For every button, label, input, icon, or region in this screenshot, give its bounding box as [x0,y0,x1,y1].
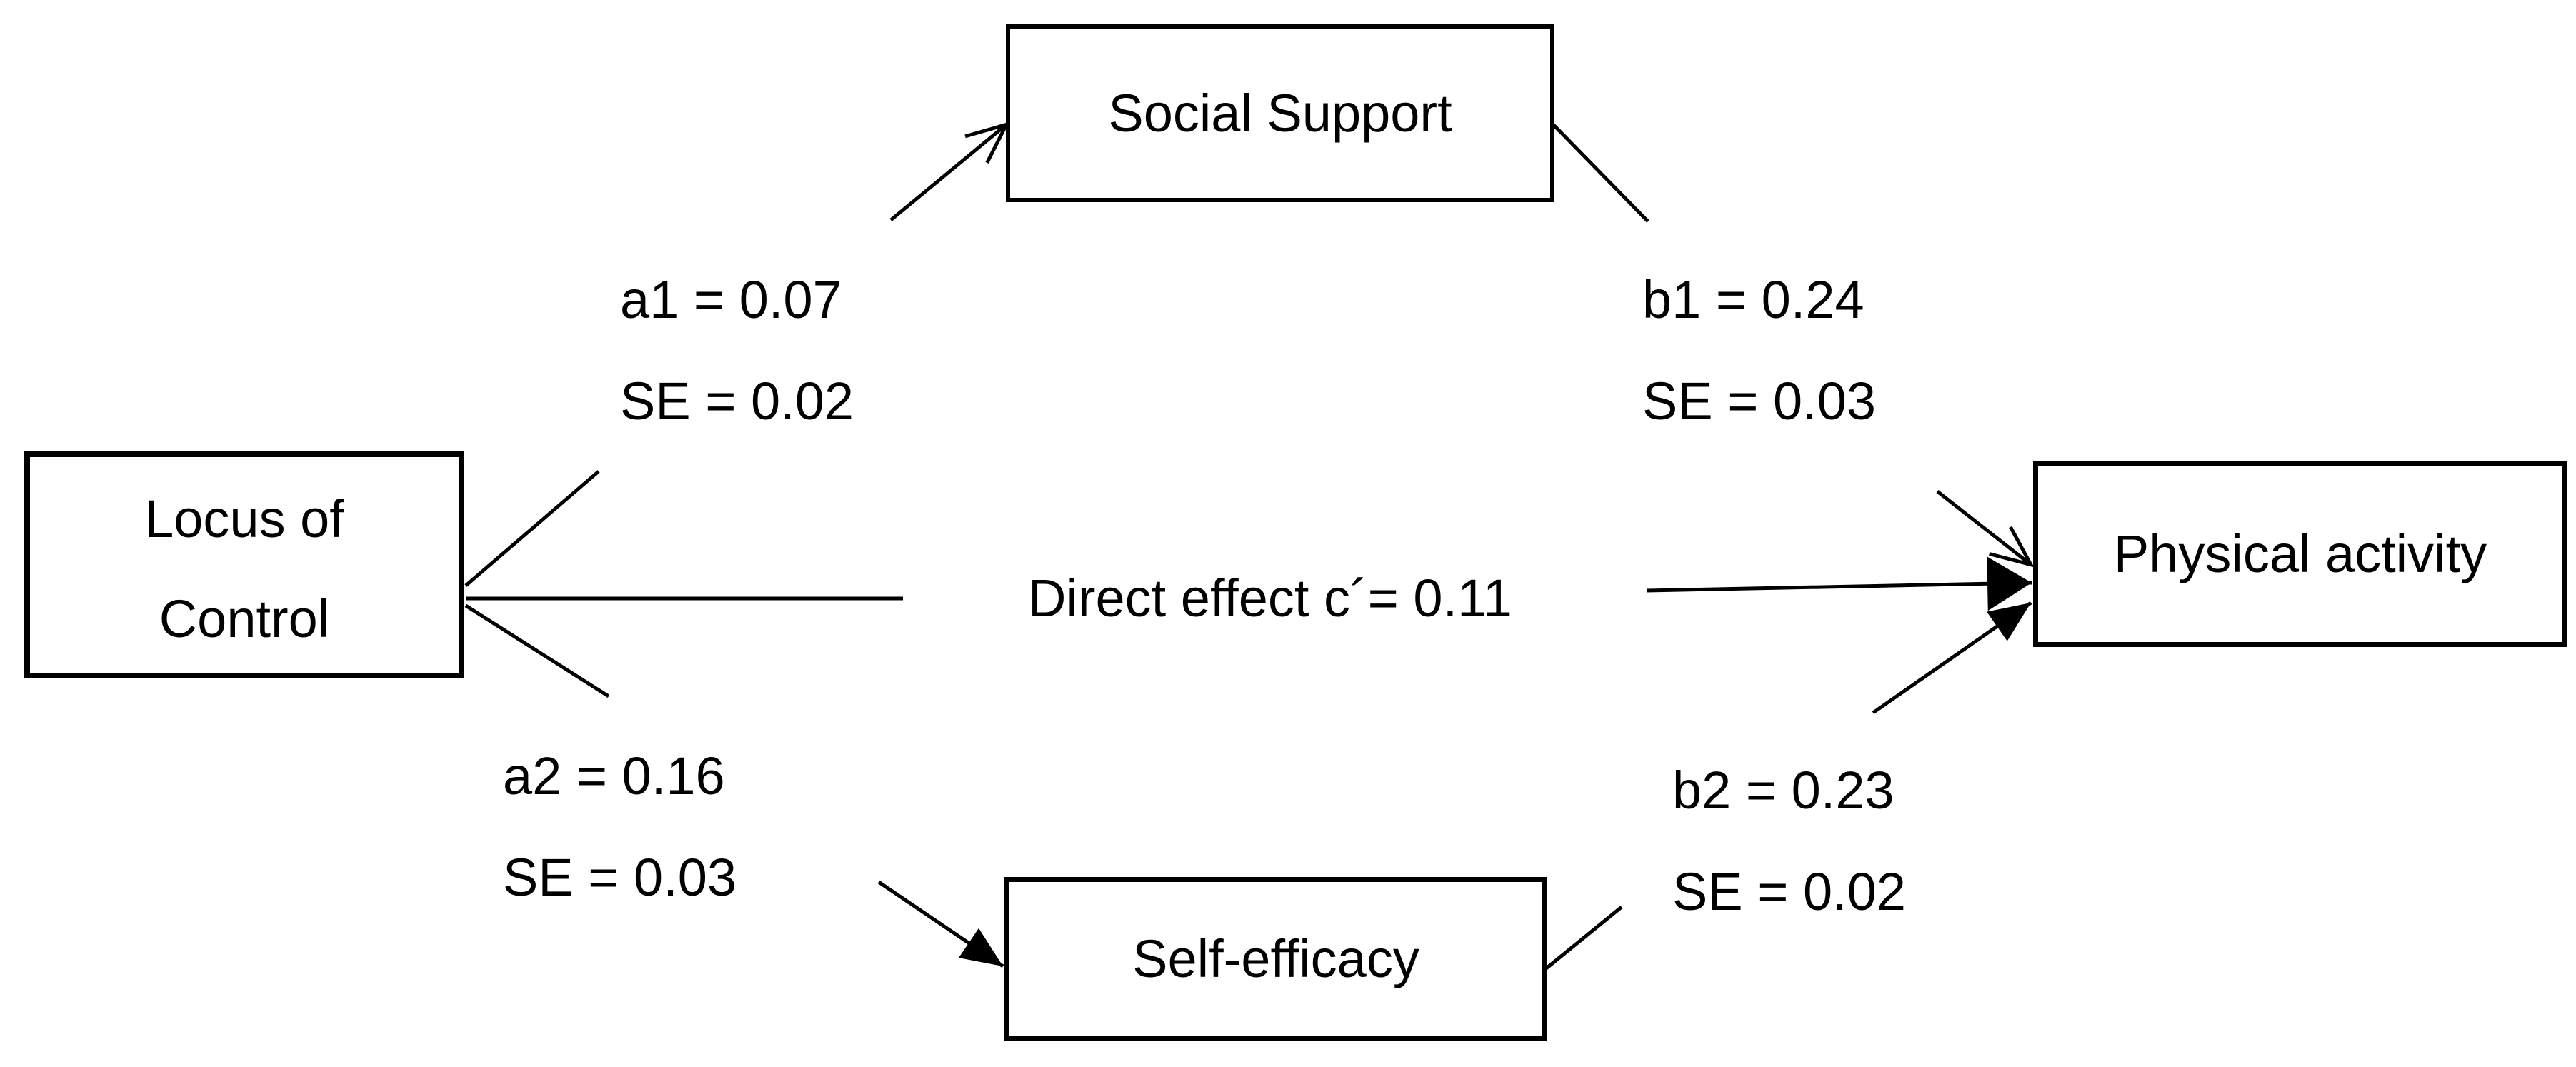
a1-arrow [889,125,1006,221]
node-social-support-label: Social Support [1108,83,1452,143]
direct-effect-label: Direct effect c´= 0.11 [1028,566,1512,631]
b2-label-block: b2 = 0.23 SE = 0.02 [1672,740,1906,943]
node-self-efficacy-label: Self-efficacy [1132,928,1419,988]
a2-arrow [877,880,1004,968]
b1-se-label: SE = 0.03 [1642,371,1877,431]
b1-label-block: b1 = 0.24 SE = 0.03 [1642,249,1876,452]
a1-label-block: a1 = 0.07 SE = 0.02 [620,249,854,452]
a1-se-label: SE = 0.02 [620,371,854,431]
a2-coefficient-label: a2 = 0.16 [503,746,725,806]
a1-line-stub [464,470,600,587]
node-locus-of-control-label-line2: Control [159,589,330,648]
node-self-efficacy: Self-efficacy [1004,877,1547,1041]
direct-effect-arrow [1646,556,2032,611]
a1-coefficient-label: a1 = 0.07 [620,270,842,329]
node-locus-of-control-label-line1: Locus of [144,489,344,548]
node-physical-activity-label: Physical activity [2113,524,2487,583]
b2-coefficient-label: b2 = 0.23 [1672,761,1894,820]
b1-arrow [1936,490,2030,564]
b2-se-label: SE = 0.02 [1672,862,1907,921]
node-social-support: Social Support [1006,24,1554,202]
a2-label-block: a2 = 0.16 SE = 0.03 [503,726,737,928]
a2-line-stub [464,603,610,698]
b1-line-stub [1550,121,1649,223]
b2-line-stub [1543,906,1623,971]
b1-coefficient-label: b1 = 0.24 [1642,270,1864,329]
node-physical-activity: Physical activity [2033,461,2567,647]
a2-se-label: SE = 0.03 [503,848,737,907]
node-locus-of-control: Locus of Control [24,451,464,678]
b2-arrow [1872,601,2032,715]
direct-effect-label-text: Direct effect c´= 0.11 [1028,568,1512,628]
